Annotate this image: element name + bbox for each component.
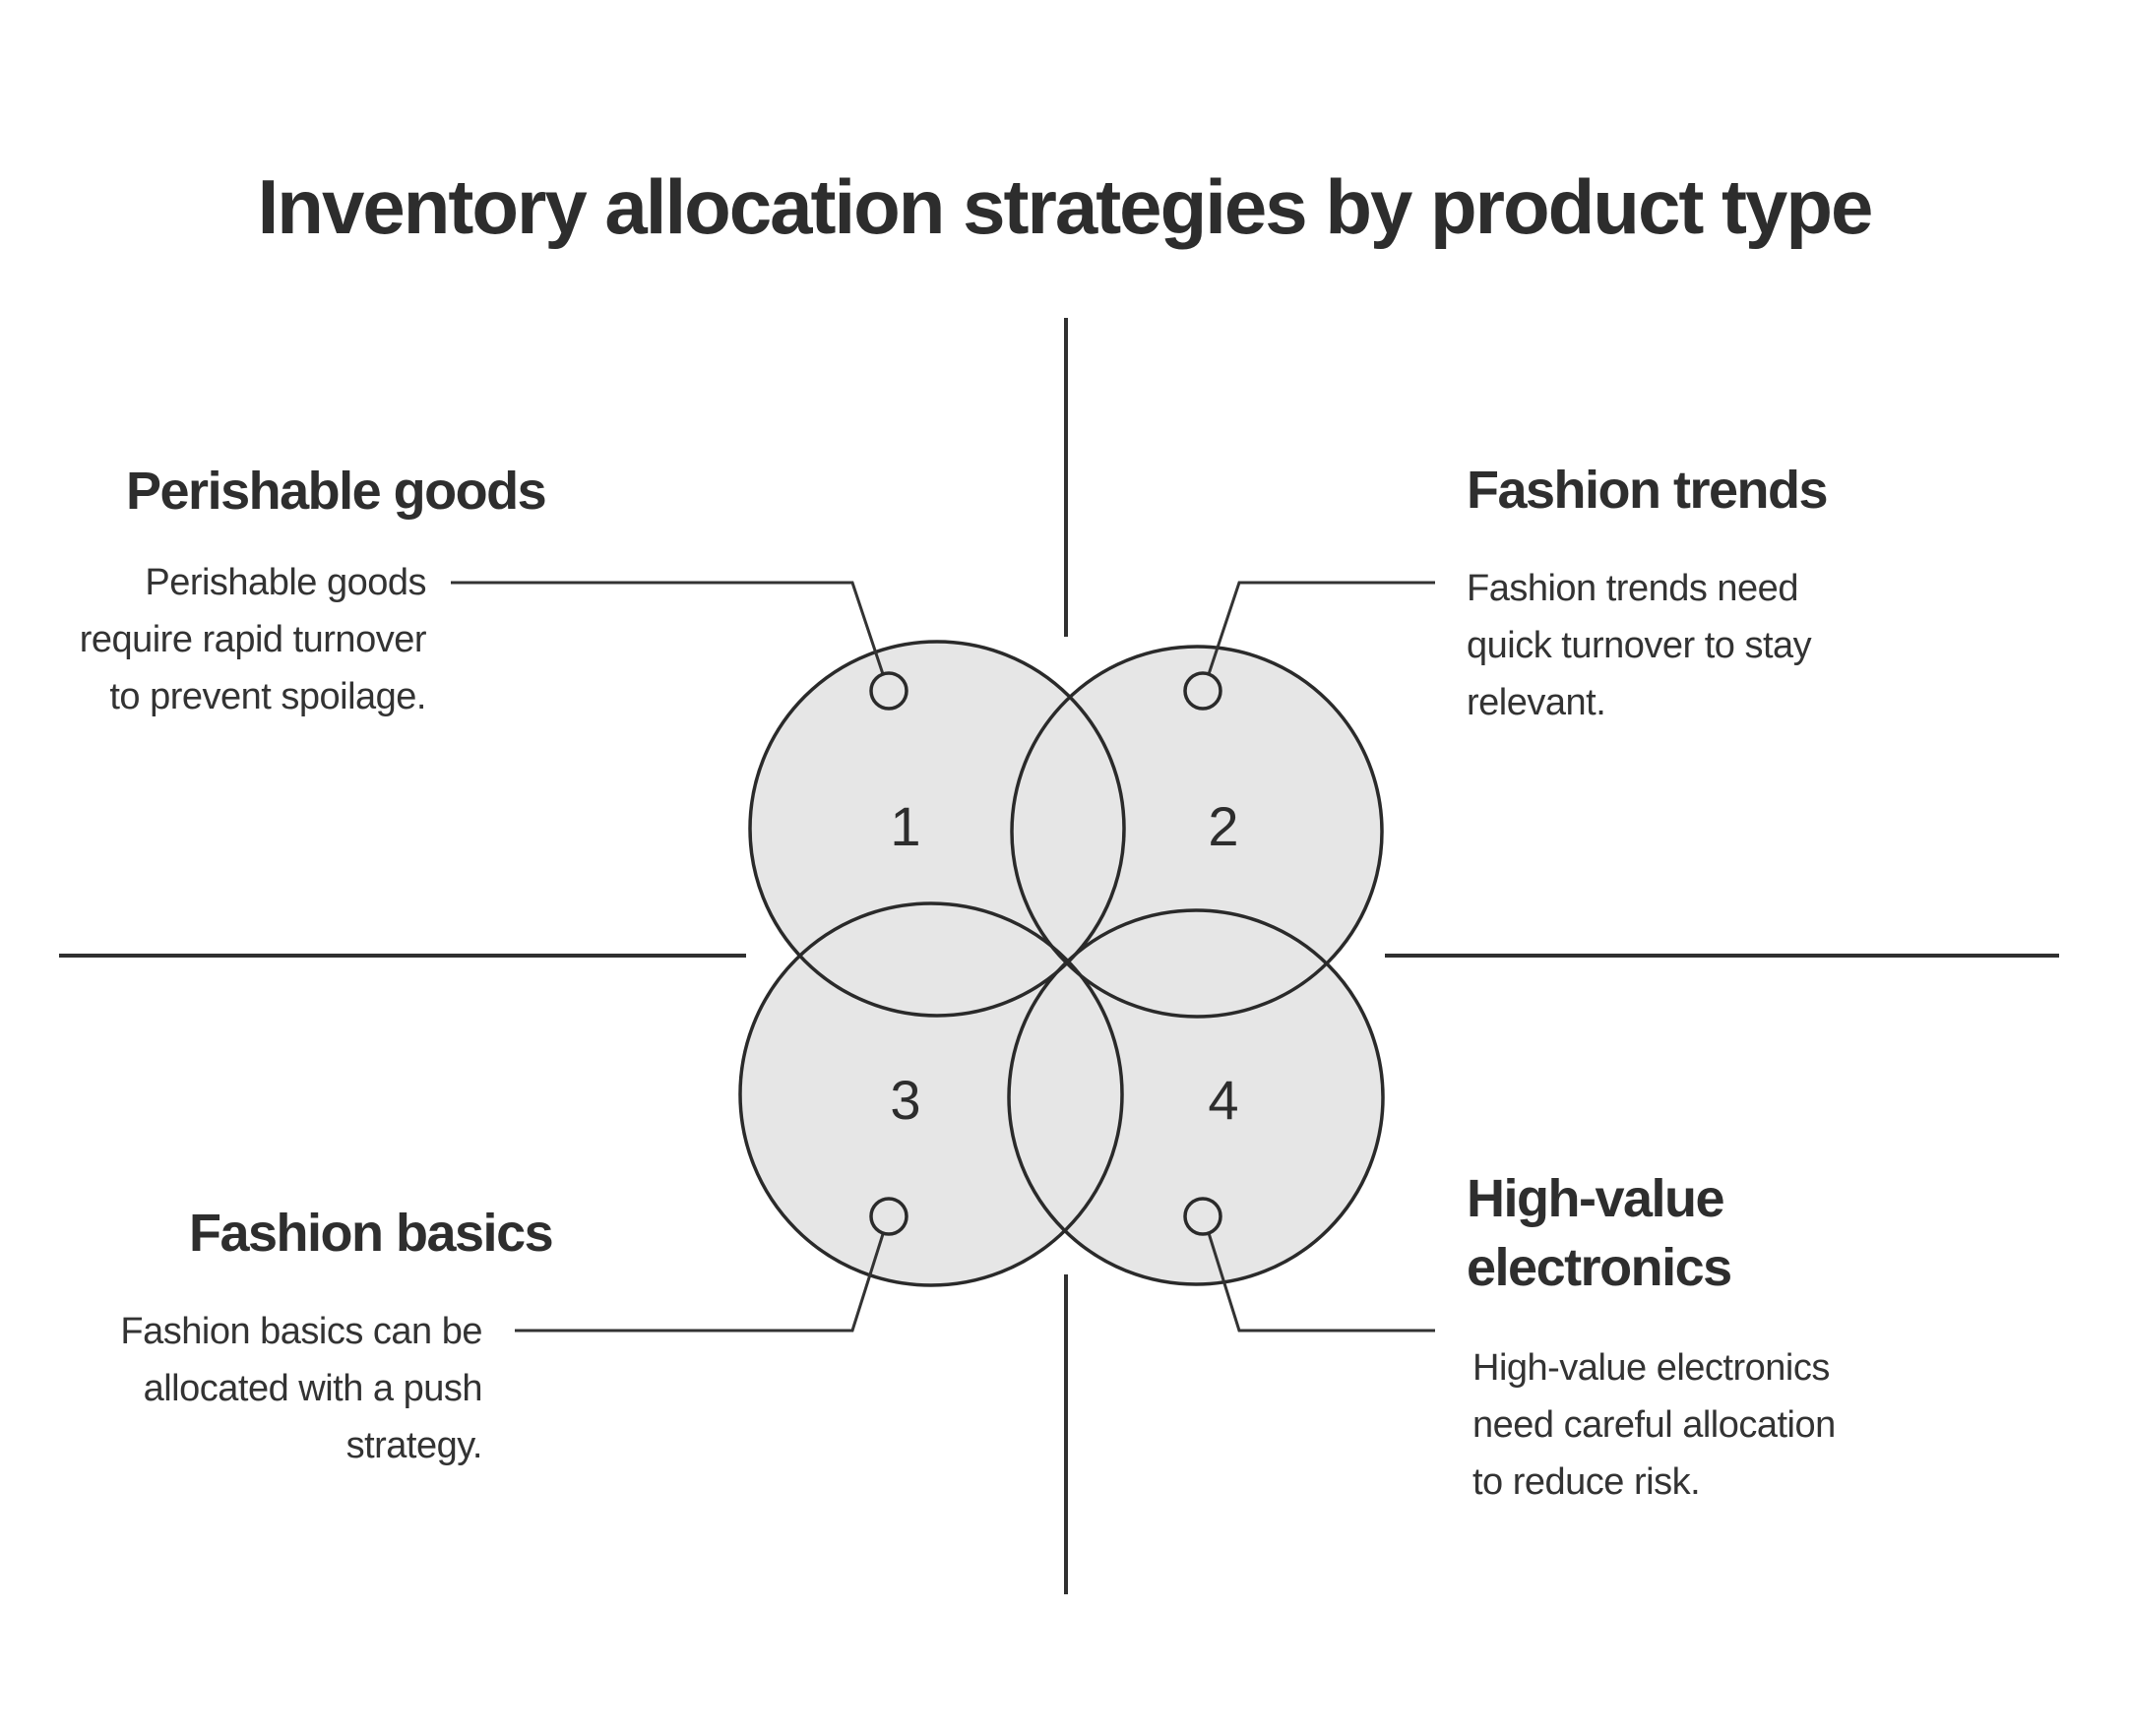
leader-line-3 bbox=[515, 1233, 885, 1333]
step-4-desc-line: to reduce risk. bbox=[1472, 1461, 1701, 1503]
circle-1-outline bbox=[748, 640, 1126, 1018]
step-2-number: 2 bbox=[1208, 795, 1239, 857]
step-3-description: Fashion basics can be allocated with a p… bbox=[120, 1303, 482, 1474]
step-4-desc-line: High-value electronics bbox=[1472, 1347, 1830, 1389]
step-4-description: High-value electronics need careful allo… bbox=[1472, 1339, 1836, 1511]
step-2-desc-line: quick turnover to stay bbox=[1467, 625, 1812, 666]
leader-line-4 bbox=[1207, 1232, 1435, 1333]
step-1-number: 1 bbox=[890, 795, 921, 857]
circle-3-outline bbox=[738, 901, 1124, 1287]
pin-2-icon bbox=[1183, 671, 1222, 711]
page-title: Inventory allocation strategies by produ… bbox=[257, 163, 1874, 250]
step-1-heading: Perishable goods bbox=[126, 457, 547, 526]
step-2-heading: Fashion trends bbox=[1467, 456, 1829, 525]
step-4-heading-line: electronics bbox=[1467, 1238, 1732, 1297]
circle-2-outline bbox=[1010, 645, 1384, 1019]
step-1-description: Perishable goods require rapid turnover … bbox=[79, 554, 427, 725]
step-1-heading-line: Perishable goods bbox=[126, 462, 547, 521]
pin-3-icon bbox=[869, 1197, 908, 1236]
step-2-heading-line: Fashion trends bbox=[1467, 461, 1829, 520]
step-1-desc-line: to prevent spoilage. bbox=[109, 676, 426, 717]
step-4-heading-line: High-value bbox=[1467, 1169, 1725, 1228]
step-4-desc-line: need careful allocation bbox=[1472, 1404, 1836, 1446]
leader-line-1 bbox=[451, 581, 885, 675]
pin-4-icon bbox=[1183, 1197, 1222, 1236]
pin-1-icon bbox=[869, 671, 908, 711]
circle-1-fill bbox=[750, 642, 1124, 1016]
circle-4-fill bbox=[1009, 910, 1383, 1284]
circle-2-fill bbox=[1012, 647, 1382, 1017]
leader-line-2 bbox=[1207, 581, 1435, 675]
step-2-description: Fashion trends need quick turnover to st… bbox=[1467, 560, 1812, 731]
step-3-heading: Fashion basics bbox=[189, 1199, 554, 1268]
step-1-desc-line: Perishable goods bbox=[145, 562, 426, 603]
step-4-number: 4 bbox=[1208, 1069, 1239, 1131]
step-4-heading: High-value electronics bbox=[1467, 1164, 1732, 1302]
step-3-desc-line: allocated with a push bbox=[143, 1368, 483, 1409]
circle-4-outline bbox=[1007, 908, 1385, 1286]
step-1-desc-line: require rapid turnover bbox=[79, 619, 427, 660]
step-3-desc-line: Fashion basics can be bbox=[120, 1311, 482, 1352]
step-3-heading-line: Fashion basics bbox=[189, 1204, 554, 1263]
step-2-desc-line: Fashion trends need bbox=[1467, 568, 1798, 609]
step-3-desc-line: strategy. bbox=[345, 1425, 483, 1466]
step-2-desc-line: relevant. bbox=[1467, 682, 1606, 723]
step-3-number: 3 bbox=[890, 1069, 921, 1131]
circle-3-fill bbox=[740, 903, 1122, 1285]
